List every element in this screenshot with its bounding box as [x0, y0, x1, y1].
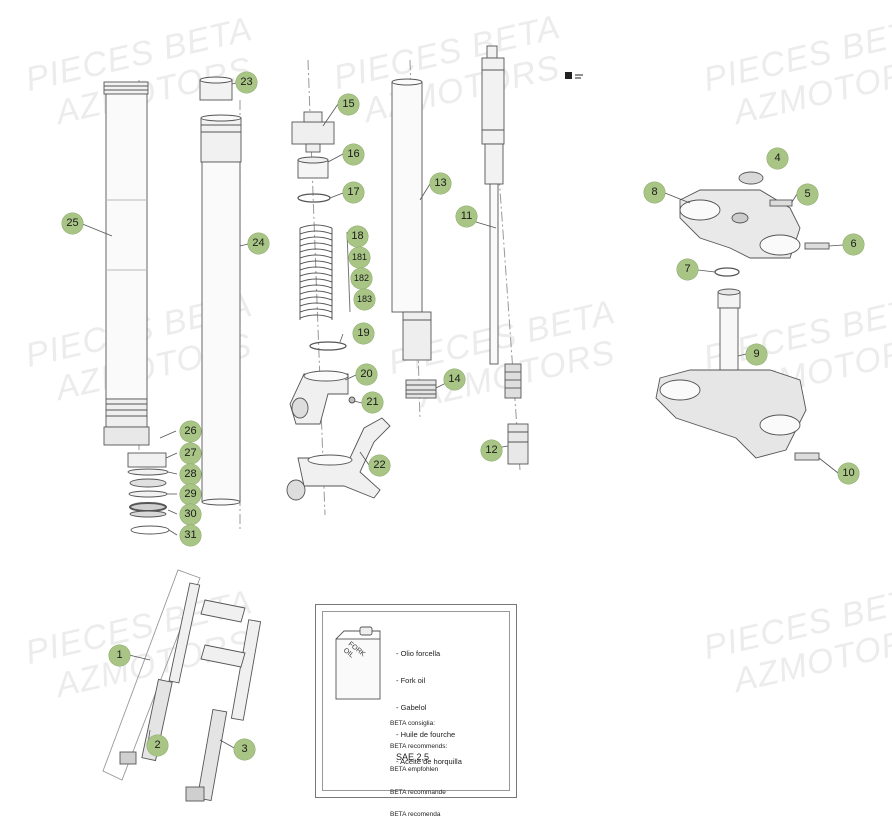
recommend-de: BETA empfohlen — [390, 765, 439, 773]
recommend-fr: BETA recommande — [390, 788, 446, 796]
parts-drawing — [79, 45, 844, 802]
callout-30[interactable]: 30 — [180, 504, 201, 525]
callout-183[interactable]: 183 — [354, 289, 375, 310]
callout-29[interactable]: 29 — [180, 484, 201, 505]
recommendation-list: BETA consiglia: BETA recommends: BETA em… — [390, 705, 447, 834]
callout-6[interactable]: 6 — [843, 234, 864, 255]
oil-box-inner-frame — [322, 611, 510, 791]
callout-17[interactable]: 17 — [343, 182, 364, 203]
callout-7[interactable]: 7 — [677, 259, 698, 280]
callout-181[interactable]: 181 — [349, 247, 370, 268]
callout-12[interactable]: 12 — [481, 440, 502, 461]
callout-3[interactable]: 3 — [234, 739, 255, 760]
callout-31[interactable]: 31 — [180, 525, 201, 546]
callout-8[interactable]: 8 — [644, 182, 665, 203]
callout-14[interactable]: 14 — [444, 369, 465, 390]
callout-19[interactable]: 19 — [353, 323, 374, 344]
callout-182[interactable]: 182 — [351, 268, 372, 289]
callout-21[interactable]: 21 — [362, 392, 383, 413]
callout-13[interactable]: 13 — [430, 173, 451, 194]
callout-15[interactable]: 15 — [338, 94, 359, 115]
callout-9[interactable]: 9 — [746, 344, 767, 365]
fork-oil-info-box: FORK OIL - Olio forcella - Fork oil - Ga… — [315, 604, 517, 818]
outer-tube — [103, 81, 150, 446]
callout-16[interactable]: 16 — [343, 144, 364, 165]
oil-name-fr: - Huile de fourche — [396, 730, 456, 739]
callout-18[interactable]: 18 — [347, 226, 368, 247]
callout-11[interactable]: 11 — [456, 206, 477, 227]
oil-name-en: - Fork oil — [396, 676, 426, 685]
oil-can-icon — [335, 626, 381, 700]
fork-spring — [299, 224, 351, 351]
callout-1[interactable]: 1 — [109, 645, 130, 666]
callout-20[interactable]: 20 — [356, 364, 377, 385]
callout-5[interactable]: 5 — [797, 184, 818, 205]
callout-27[interactable]: 27 — [180, 443, 201, 464]
callout-22[interactable]: 22 — [369, 455, 390, 476]
callout-23[interactable]: 23 — [236, 72, 257, 93]
callout-24[interactable]: 24 — [248, 233, 269, 254]
manufacturer-logo-icon — [565, 72, 583, 79]
callout-2[interactable]: 2 — [147, 735, 168, 756]
callout-28[interactable]: 28 — [180, 464, 201, 485]
oil-name-it: - Olio forcella — [396, 649, 441, 658]
recommend-it: BETA consiglia: — [390, 720, 436, 728]
oil-name-de: - Gabelol — [396, 703, 427, 712]
callout-25[interactable]: 25 — [62, 213, 83, 234]
oil-name-list: - Olio forcella - Fork oil - Gabelol - H… — [396, 631, 462, 784]
recommend-es: BETA recomenda — [390, 811, 441, 819]
callout-10[interactable]: 10 — [838, 463, 859, 484]
callout-26[interactable]: 26 — [180, 421, 201, 442]
callout-4[interactable]: 4 — [767, 148, 788, 169]
oil-name-es: - Aceite de horquilla — [396, 757, 462, 766]
oil-grade: SAE 2,5 — [396, 752, 430, 762]
recommend-en: BETA recommends: — [390, 742, 448, 750]
